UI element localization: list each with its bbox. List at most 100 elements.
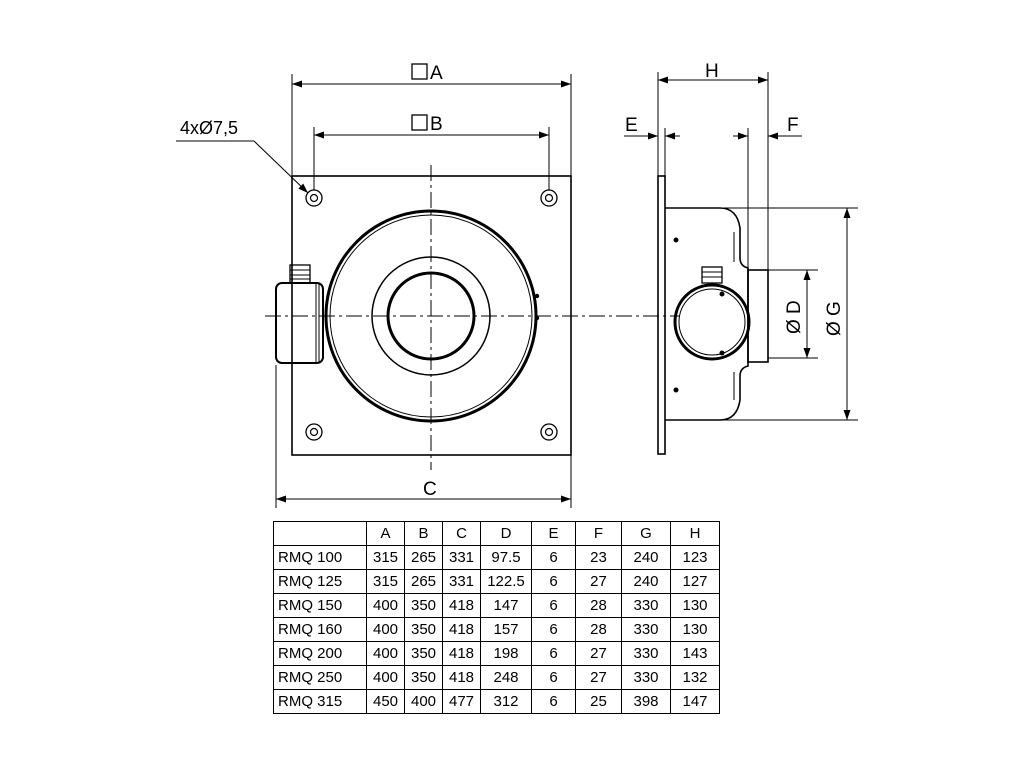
flange-screw	[673, 237, 679, 243]
table-header-cell: E	[531, 521, 576, 546]
table-header-cell: B	[404, 521, 443, 546]
table-cell: 350	[404, 641, 443, 666]
table-cell: 147	[670, 689, 720, 714]
table-cell: 350	[404, 617, 443, 642]
square-symbol	[411, 114, 428, 131]
table-cell: 132	[670, 665, 720, 690]
dimensions-table: A B C D E F G H RMQ 100 315 265 331 97.5…	[273, 521, 720, 714]
duct-collar-outer	[371, 256, 491, 376]
dim-e-label: E	[625, 115, 638, 136]
table-cell: 398	[621, 689, 671, 714]
dimension-h: H	[657, 61, 769, 270]
table-header-cell: F	[575, 521, 622, 546]
side-terminal-screw	[719, 291, 725, 297]
table-cell: 350	[404, 665, 443, 690]
dimension-b: B	[313, 114, 550, 190]
fan-housing-inner	[329, 214, 533, 418]
dim-f-label: F	[787, 115, 799, 136]
table-cell: 27	[575, 569, 622, 594]
mounting-hole-top-right	[540, 189, 558, 207]
dim-c-label: C	[423, 479, 437, 500]
table-cell: 123	[670, 545, 720, 570]
side-cable-gland	[701, 266, 723, 284]
table-cell: 350	[404, 593, 443, 618]
table-cell: 6	[531, 665, 576, 690]
dimension-e: E	[624, 115, 680, 176]
table-header-row: A B C D E F G H	[273, 521, 720, 546]
dim-b-label: B	[430, 114, 443, 135]
table-cell: 400	[404, 689, 443, 714]
side-view: H E F Ø D Ø G	[624, 61, 858, 455]
model-cell: RMQ 200	[273, 641, 367, 666]
hole-note-label: 4xØ7,5	[180, 118, 238, 138]
dimension-g: Ø G	[722, 207, 858, 421]
table-cell: 330	[621, 617, 671, 642]
table-cell: 330	[621, 665, 671, 690]
dimension-c: C	[275, 365, 572, 508]
table-cell: 450	[366, 689, 405, 714]
side-terminal-screw	[719, 350, 725, 356]
table-row: RMQ 160 400 350 418 157 6 28 330 130	[273, 617, 720, 642]
table-cell: 330	[621, 641, 671, 666]
table-cell: 331	[442, 545, 481, 570]
table-header-cell	[273, 521, 367, 546]
table-cell: 331	[442, 569, 481, 594]
mounting-hole-bottom-left	[305, 423, 323, 441]
table-cell: 240	[621, 545, 671, 570]
table-header-cell: D	[480, 521, 532, 546]
table-row: RMQ 100 315 265 331 97.5 6 23 240 123	[273, 545, 720, 570]
mounting-hole-top-left	[305, 189, 323, 207]
table-cell: 312	[480, 689, 532, 714]
table-cell: 6	[531, 617, 576, 642]
table-cell: 25	[575, 689, 622, 714]
duct-opening	[386, 271, 476, 361]
dim-a-label: A	[430, 63, 443, 84]
dim-g-label: Ø G	[824, 301, 845, 336]
table-cell: 248	[480, 665, 532, 690]
side-spigot	[747, 269, 769, 363]
model-cell: RMQ 160	[273, 617, 367, 642]
table-row: RMQ 125 315 265 331 122.5 6 27 240 127	[273, 569, 720, 594]
mounting-hole-bottom-right	[540, 423, 558, 441]
table-cell: 418	[442, 593, 481, 618]
square-symbol	[411, 63, 428, 80]
table-cell: 418	[442, 641, 481, 666]
mounting-plate	[291, 175, 572, 456]
table-cell: 418	[442, 617, 481, 642]
table-cell: 122.5	[480, 569, 532, 594]
table-cell: 28	[575, 593, 622, 618]
table-cell: 418	[442, 665, 481, 690]
table-cell: 400	[366, 593, 405, 618]
table-cell: 28	[575, 617, 622, 642]
side-flange	[657, 175, 666, 455]
table-header-cell: C	[442, 521, 481, 546]
table-cell: 130	[670, 617, 720, 642]
table-header-cell: G	[621, 521, 671, 546]
dimension-f: F	[733, 115, 802, 268]
dimension-a: A	[291, 63, 572, 176]
table-cell: 147	[480, 593, 532, 618]
side-terminal-box	[673, 283, 751, 361]
table-cell: 6	[531, 593, 576, 618]
table-cell: 330	[621, 593, 671, 618]
table-cell: 97.5	[480, 545, 532, 570]
model-cell: RMQ 315	[273, 689, 367, 714]
table-cell: 23	[575, 545, 622, 570]
table-row: RMQ 200 400 350 418 198 6 27 330 143	[273, 641, 720, 666]
model-cell: RMQ 125	[273, 569, 367, 594]
table-cell: 6	[531, 689, 576, 714]
table-cell: 6	[531, 545, 576, 570]
table-cell: 315	[366, 569, 405, 594]
table-cell: 400	[366, 641, 405, 666]
table-cell: 315	[366, 545, 405, 570]
table-cell: 477	[442, 689, 481, 714]
table-row: RMQ 315 450 400 477 312 6 25 398 147	[273, 689, 720, 714]
table-cell: 27	[575, 641, 622, 666]
table-cell: 400	[366, 617, 405, 642]
table-cell: 6	[531, 569, 576, 594]
dimension-d: Ø D	[768, 269, 818, 359]
model-cell: RMQ 250	[273, 665, 367, 690]
table-cell: 265	[404, 545, 443, 570]
table-header-cell: H	[670, 521, 720, 546]
fan-housing-outer	[324, 209, 538, 423]
